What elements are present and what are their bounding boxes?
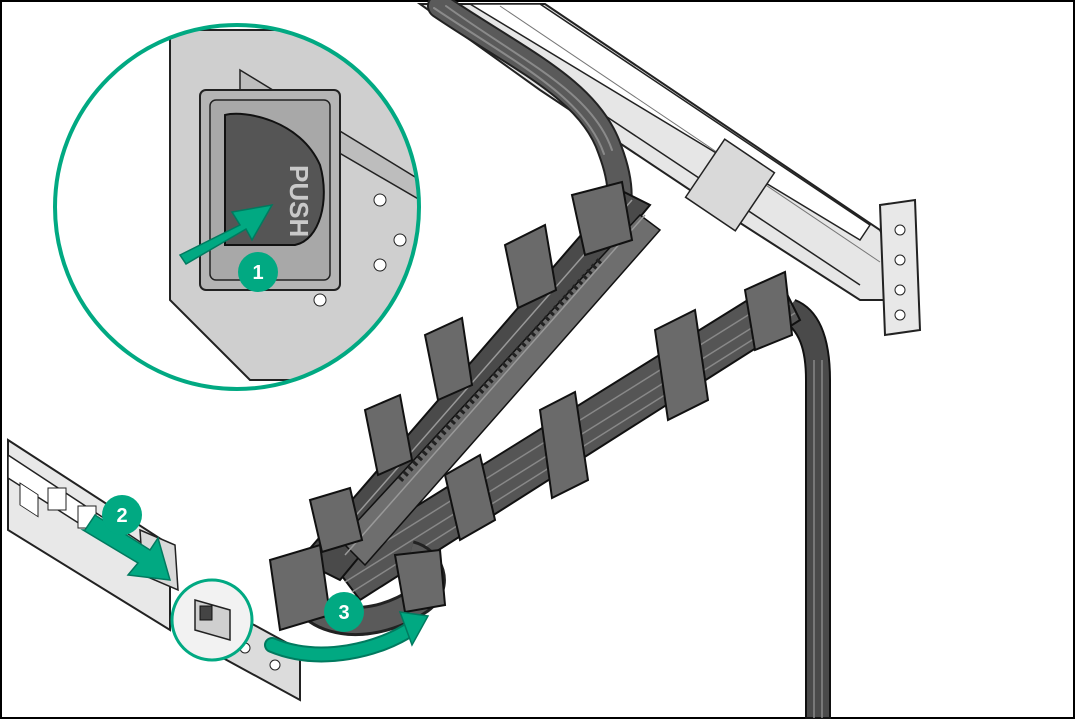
callout-3: 3 — [324, 592, 364, 632]
callout-2: 2 — [102, 495, 142, 535]
upper-cma-arm — [298, 180, 662, 582]
push-tab-detail: PUSH — [53, 23, 421, 391]
callout-1: 1 — [238, 252, 278, 292]
callout-2-number: 2 — [116, 505, 127, 527]
rail-bracket — [878, 198, 922, 337]
lower-cma-arm — [328, 270, 802, 602]
push-label: PUSH — [284, 165, 314, 237]
cma-elbow — [268, 540, 447, 636]
hanging-cables — [779, 299, 831, 719]
green-arrow-icon — [178, 203, 274, 266]
callout-1-number: 1 — [252, 262, 263, 284]
callout-3-number: 3 — [338, 602, 349, 624]
